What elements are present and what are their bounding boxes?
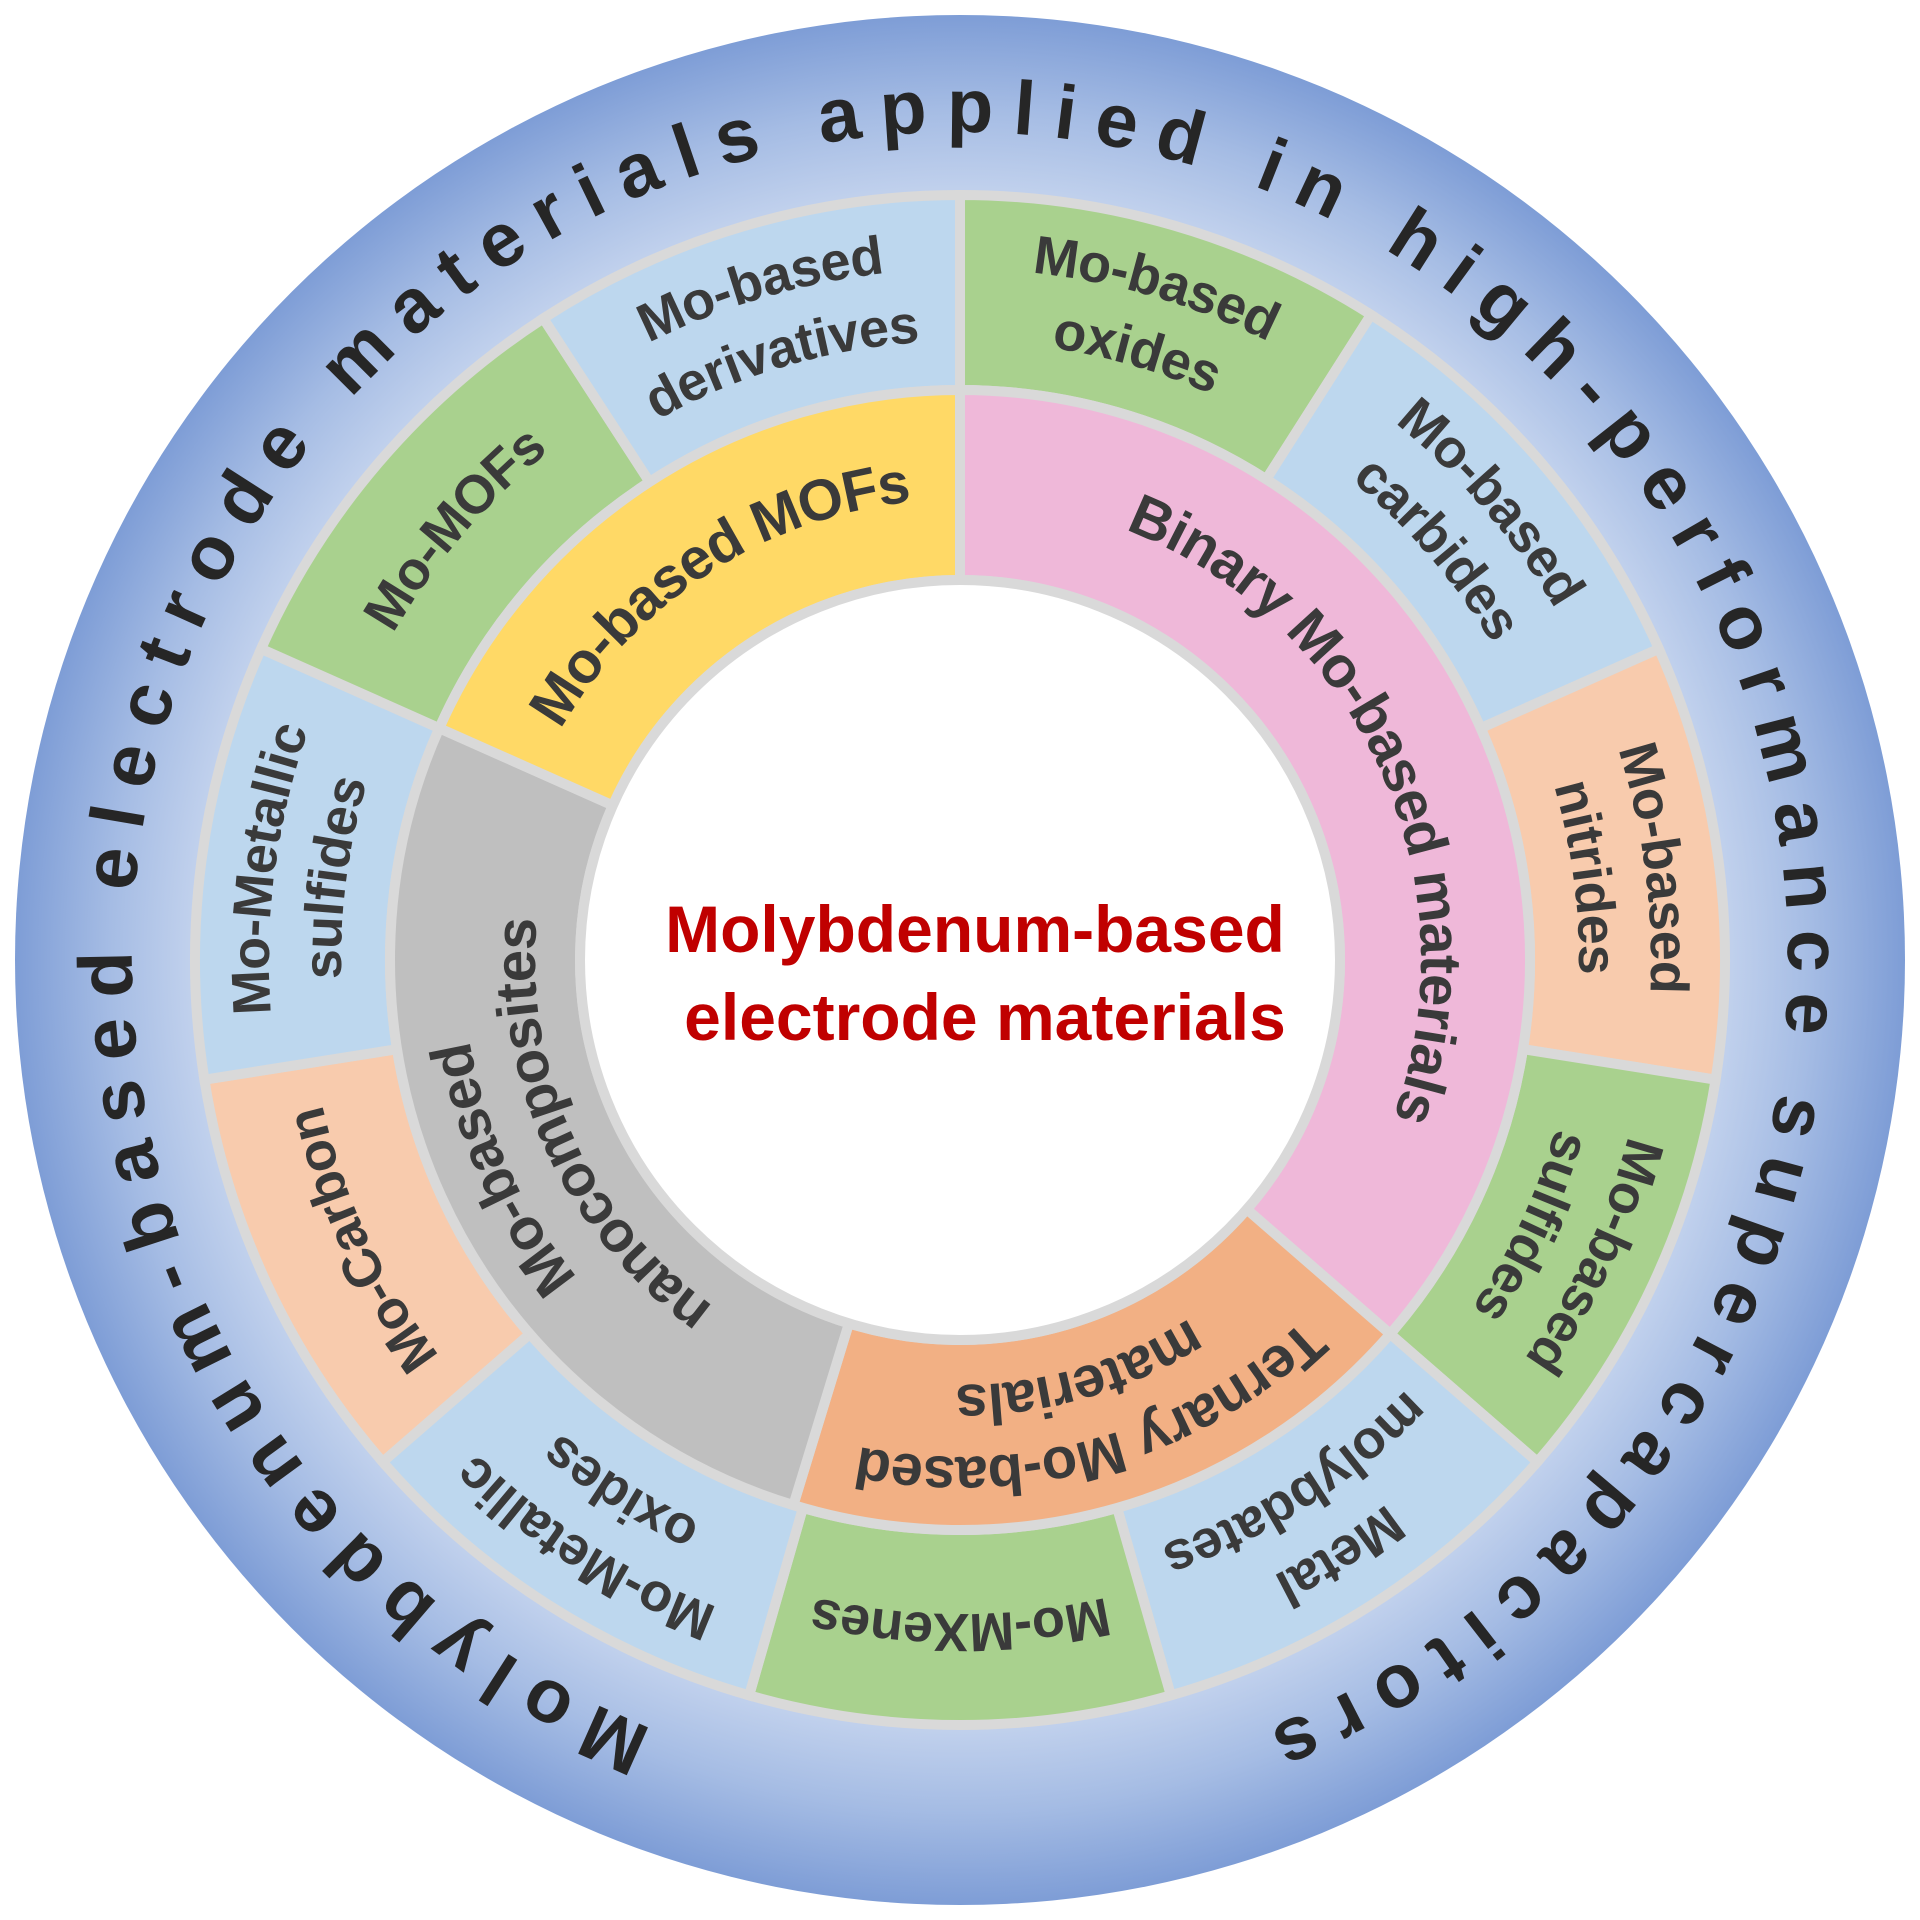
center-title-line1: Molybdenum-based — [665, 892, 1285, 966]
center-circle — [575, 575, 1345, 1345]
center-title-line2: electrode materials — [684, 980, 1286, 1054]
